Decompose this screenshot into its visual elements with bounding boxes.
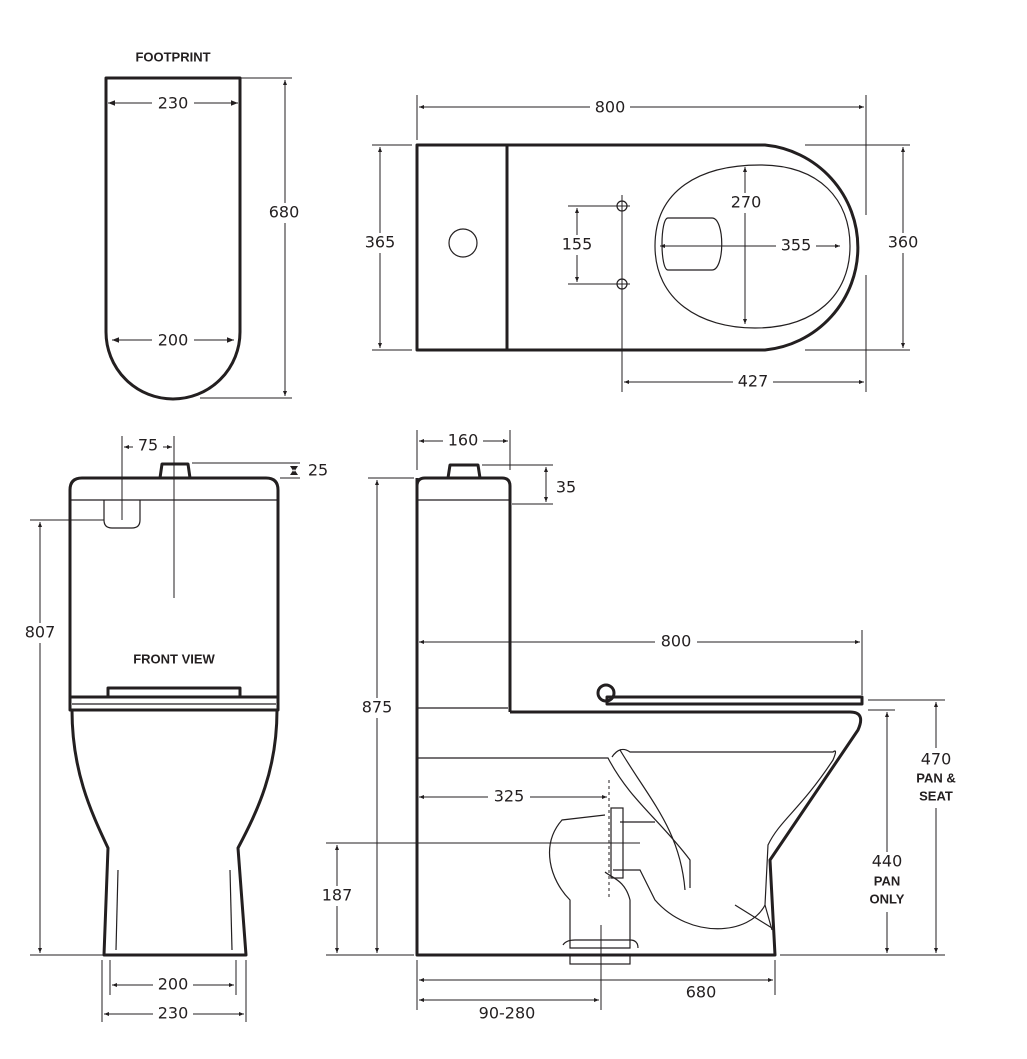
side-view: 160 35 800 875 470 PAN & SEAT 440 PAN ON… [318, 430, 960, 1025]
pan-seat-label: SEAT [919, 788, 953, 803]
top-length: 800 [595, 98, 626, 117]
front-base-outer: 230 [158, 1004, 189, 1023]
seat-opening [654, 164, 851, 329]
side-outlet-height: 187 [322, 886, 353, 905]
pan-seat-label: PAN & [916, 770, 955, 785]
footprint-depth: 680 [269, 203, 300, 222]
side-button-height: 35 [556, 478, 576, 497]
top-outline [415, 143, 860, 352]
pan-only-label: PAN [874, 873, 900, 888]
top-view: 800 365 360 155 270 355 427 [362, 95, 922, 392]
front-view-title: FRONT VIEW [133, 651, 215, 666]
top-bowl-width: 360 [888, 233, 919, 252]
top-bolt-spacing: 155 [562, 235, 593, 254]
side-tank-width: 160 [448, 431, 479, 450]
front-base-inner: 200 [158, 975, 189, 994]
side-pan-seat-height: 470 [921, 750, 952, 769]
side-pan-only-height: 440 [872, 852, 903, 871]
footprint-title: FOOTPRINT [135, 49, 210, 64]
front-button-height: 25 [308, 461, 328, 480]
pan-only-label: ONLY [870, 891, 905, 906]
footprint-width-top: 230 [158, 94, 189, 113]
top-seat-length: 270 [731, 193, 762, 212]
top-seat-width: 355 [781, 236, 812, 255]
side-total-height: 875 [362, 698, 393, 717]
footprint-width-bottom: 200 [158, 331, 189, 350]
button-circle [448, 228, 478, 258]
side-length: 800 [661, 632, 692, 651]
footprint-view: FOOTPRINT 230 200 680 [104, 49, 304, 401]
front-lever-height: 807 [25, 623, 56, 642]
top-tank-depth: 365 [365, 233, 396, 252]
footprint-outline [104, 76, 242, 401]
side-base-length: 680 [686, 983, 717, 1002]
side-setout-range: 90-280 [479, 1004, 536, 1023]
front-view: FRONT VIEW 75 25 807 200 230 [20, 436, 328, 1024]
side-setout: 325 [494, 787, 525, 806]
top-bolt-front: 427 [738, 372, 769, 391]
front-button-offset: 75 [138, 436, 158, 455]
